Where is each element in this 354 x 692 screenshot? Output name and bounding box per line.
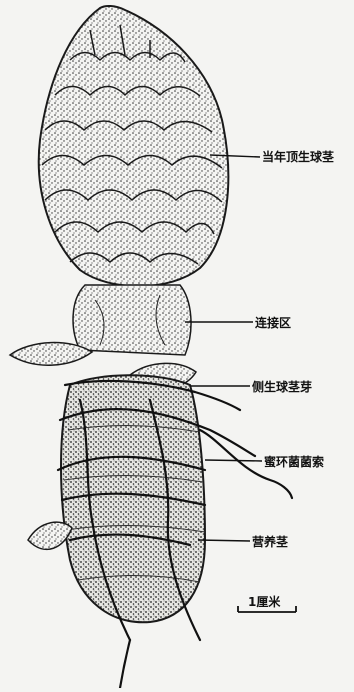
label-connection-zone: 连接区 [255, 316, 291, 330]
lower-left-leaf [28, 522, 72, 549]
label-mycorrhiza: 蜜环菌菌索 [264, 455, 324, 469]
connection-zone [73, 285, 191, 355]
scale-bar-label: 1厘米 [248, 595, 280, 609]
terminal-bud [39, 6, 229, 286]
left-scale-leaf [10, 343, 92, 366]
label-vegetative-stem: 营养茎 [252, 535, 288, 549]
label-lateral-bud: 侧生球茎芽 [252, 380, 312, 394]
label-terminal-bud: 当年顶生球茎 [262, 150, 334, 164]
